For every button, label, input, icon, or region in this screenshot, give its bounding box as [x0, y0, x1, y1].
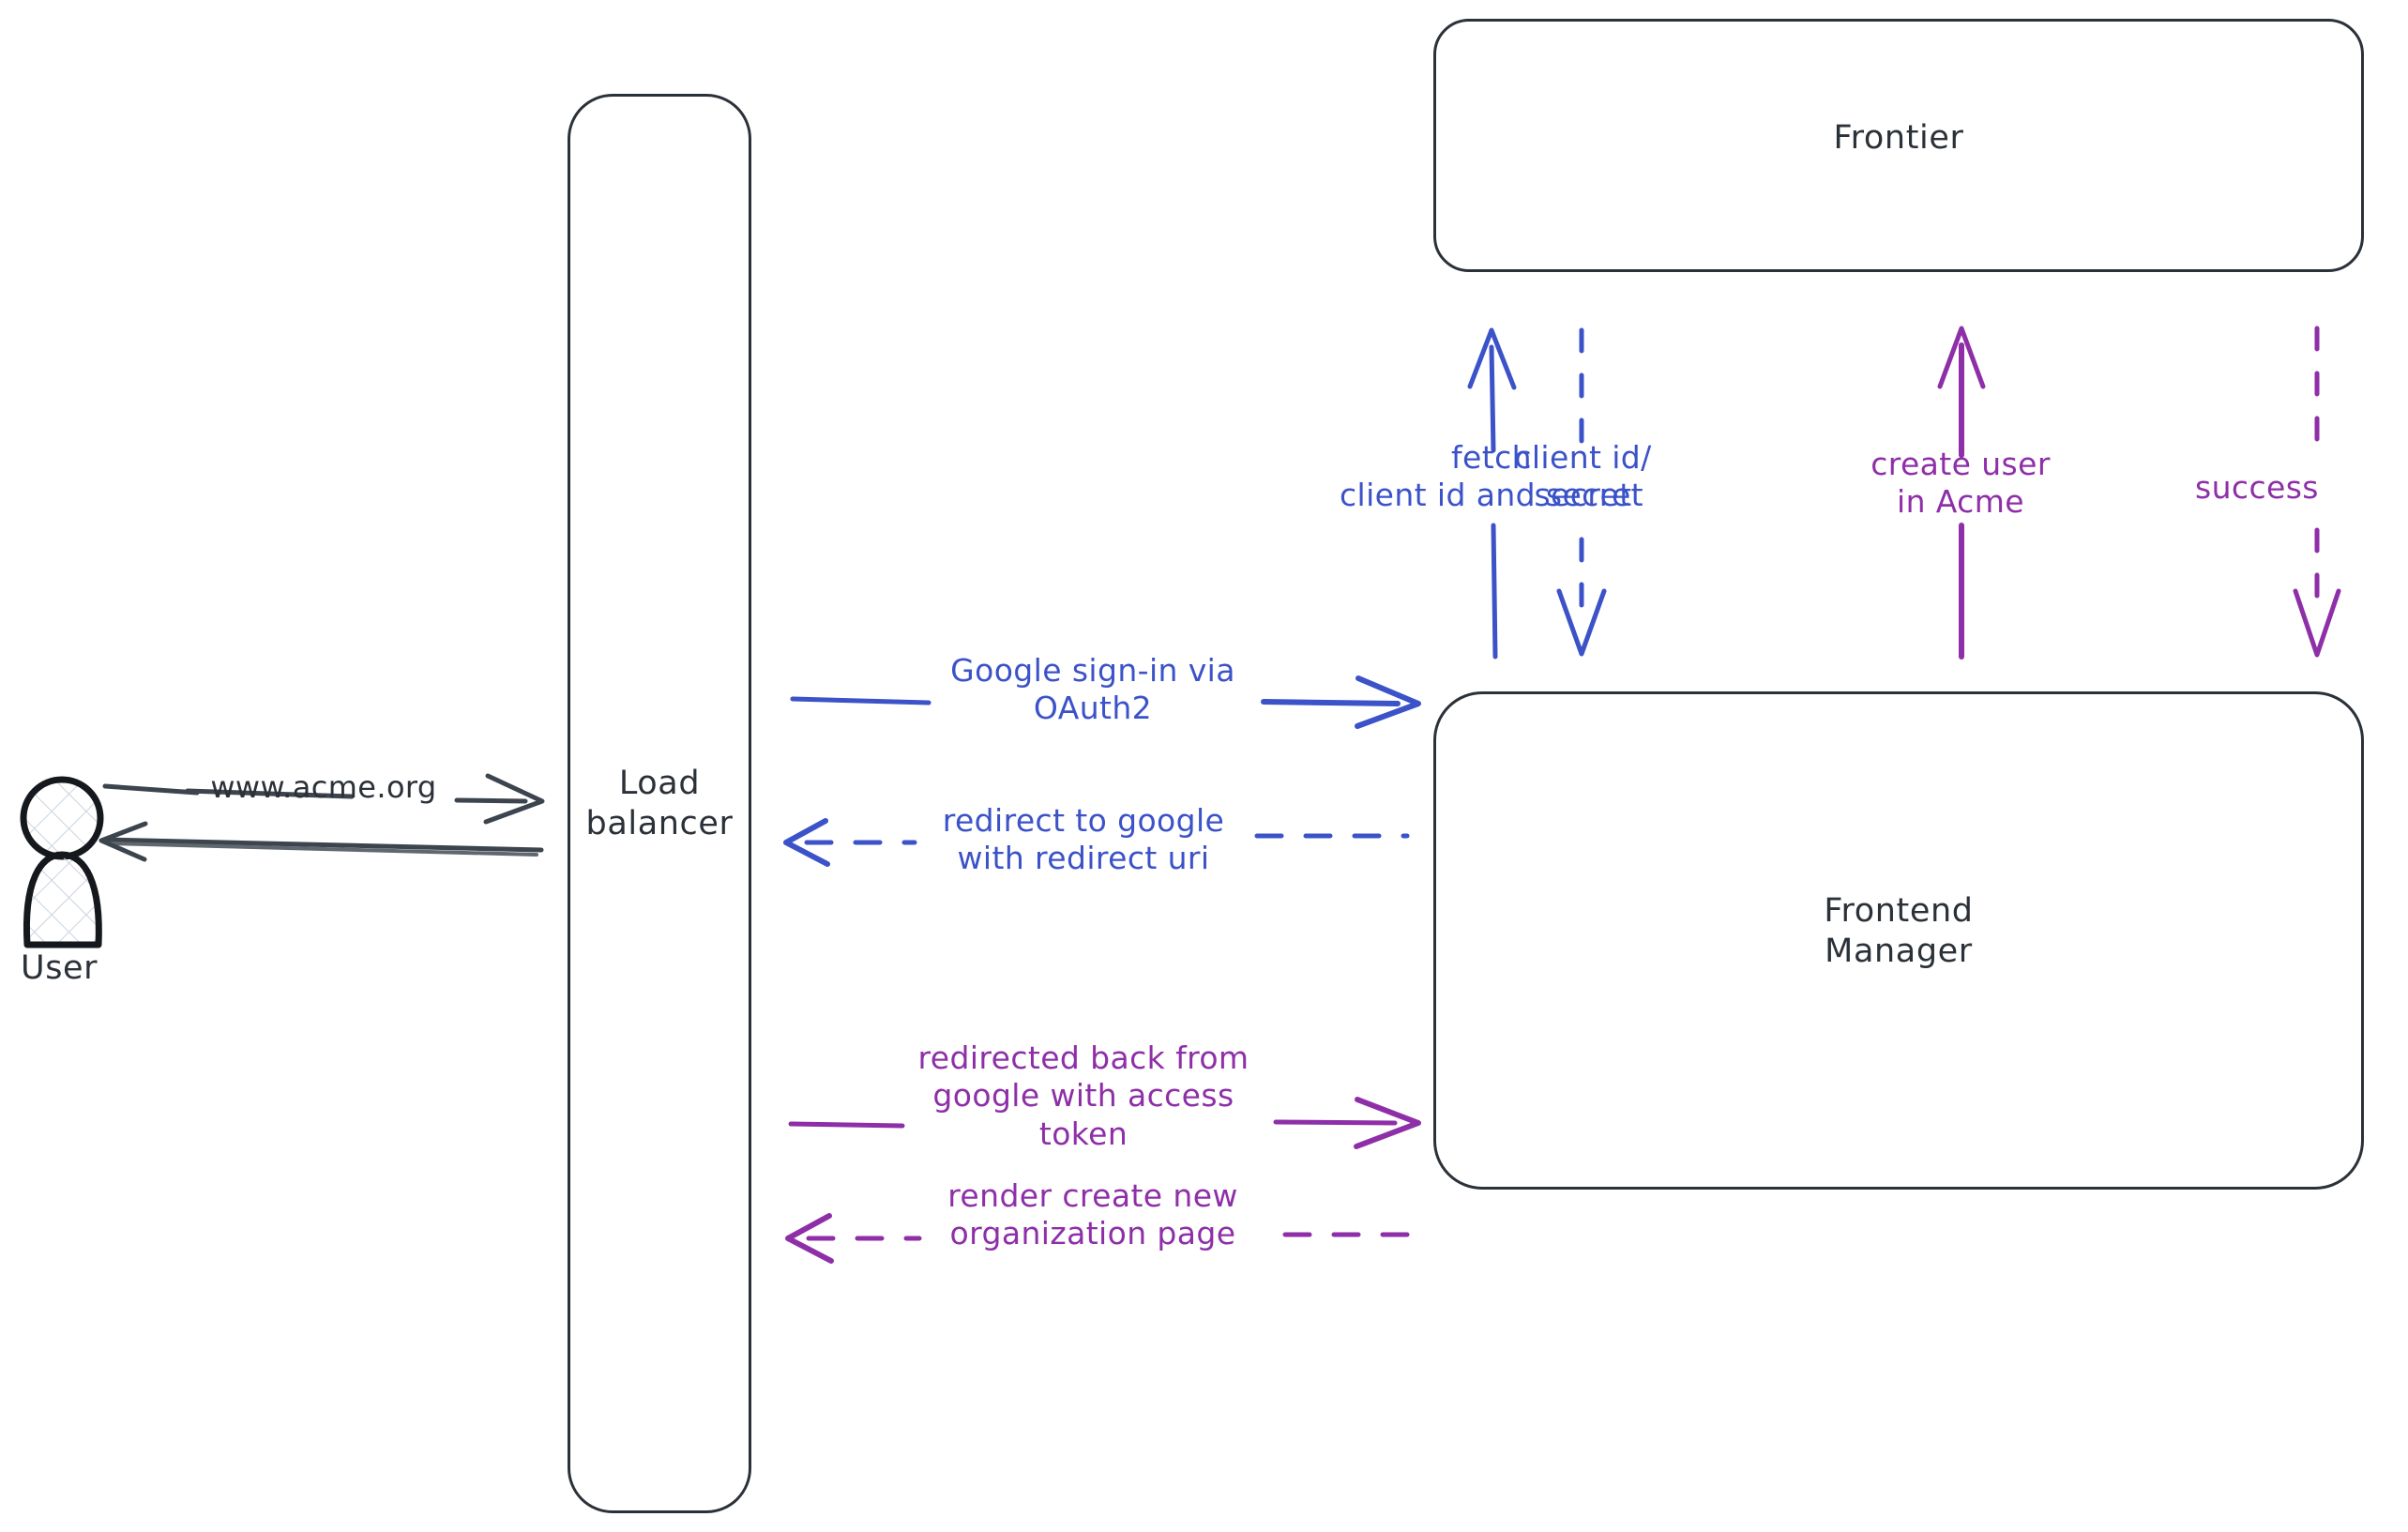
edge-label-fm-to-frontier-create-user: create user in Acme — [1870, 446, 2051, 521]
node-frontend-manager-label: Frontend Manager — [1824, 891, 1974, 970]
edge-label-lb-to-fm-signin: Google sign-in via OAuth2 — [950, 652, 1235, 727]
edge-lb-to-fm-token — [788, 1097, 1421, 1149]
edge-label-user-to-lb: www.acme.org — [210, 769, 437, 805]
node-load-balancer[interactable]: Load balancer — [568, 94, 751, 1513]
node-frontend-manager[interactable]: Frontend Manager — [1433, 691, 2364, 1190]
edge-label-fm-to-lb-redirect: redirect to google with redirect uri — [942, 802, 1225, 877]
node-load-balancer-label: Load balancer — [585, 764, 734, 842]
edge-label-fm-to-lb-render: render create new organization page — [947, 1177, 1238, 1252]
edge-lb-to-user — [98, 821, 544, 862]
person-icon — [20, 776, 104, 948]
edge-frontier-to-fm-success — [2293, 326, 2341, 658]
edge-label-fm-to-frontier-fetch: fetch client id and secret — [1339, 439, 1644, 514]
edge-fm-to-frontier-create-user — [1937, 326, 1986, 660]
edge-fm-to-frontier-fetch — [1467, 327, 1517, 660]
edge-lb-to-fm-signin — [790, 675, 1421, 729]
edge-label-frontier-to-fm-credentials: client id/ secret — [1514, 439, 1652, 514]
edge-fm-to-lb-render — [785, 1213, 1412, 1264]
node-frontier-label: Frontier — [1833, 118, 1964, 157]
node-frontier[interactable]: Frontier — [1433, 19, 2364, 272]
edge-label-frontier-to-fm-success: success — [2195, 469, 2319, 506]
edge-user-to-lb — [102, 773, 545, 825]
edge-fm-to-lb-redirect — [783, 818, 1410, 867]
edge-frontier-to-fm-credentials — [1556, 327, 1607, 657]
actor-user-caption: User — [21, 949, 98, 987]
edge-label-lb-to-fm-token: redirected back from google with access … — [917, 1039, 1249, 1152]
